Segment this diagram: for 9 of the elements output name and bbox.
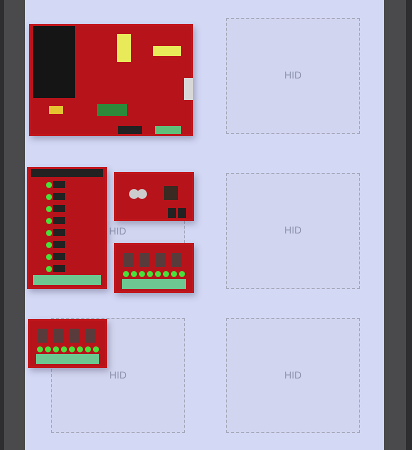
zone-label: HID [284, 226, 302, 236]
zone-label: HID [284, 70, 302, 82]
mounting-zone [226, 318, 360, 433]
zone-label: HID [284, 370, 302, 381]
zone-label: HID [109, 226, 126, 238]
mounting-zone [226, 173, 360, 289]
zone-label: HID [109, 370, 127, 381]
mounting-zone [226, 18, 360, 134]
mounting-zone [107, 221, 185, 243]
